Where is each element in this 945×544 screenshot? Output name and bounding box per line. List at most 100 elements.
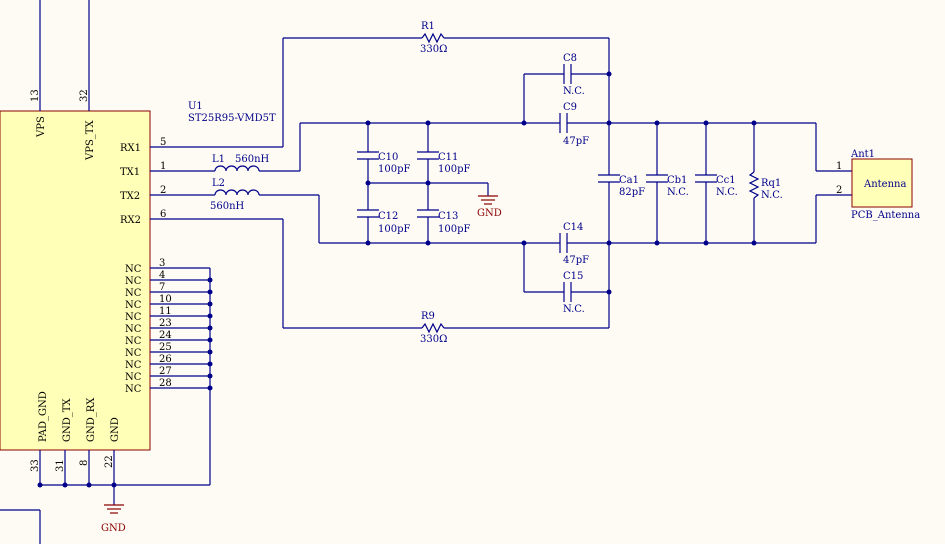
- resistor-value: N.C.: [761, 190, 783, 201]
- capacitor-cb1[interactable]: Cb1 N.C.: [646, 174, 689, 198]
- resistor-ref: R9: [421, 311, 435, 322]
- nc-pin-name: NC: [125, 288, 142, 299]
- cap-ref: C10: [378, 152, 398, 163]
- pin-name: VPS: [36, 116, 47, 138]
- nc-pin-name: NC: [125, 264, 142, 275]
- pin-number: 22: [104, 455, 115, 468]
- nc-pin-number: 3: [159, 258, 165, 269]
- antenna-part: PCB_Antenna: [851, 210, 920, 221]
- cap-ref: C15: [563, 271, 583, 282]
- nc-pin-number: 26: [159, 354, 172, 365]
- nc-pin-number: 24: [159, 330, 172, 341]
- nc-pin-number: 28: [159, 378, 172, 389]
- gnd-label: GND: [101, 523, 126, 534]
- nc-pin-name: NC: [125, 276, 142, 287]
- inductor-l1[interactable]: L1 560nH: [212, 154, 270, 172]
- nc-pin-name: NC: [125, 312, 142, 323]
- capacitor-cc1[interactable]: Cc1 N.C.: [695, 174, 738, 198]
- gnd-symbol: GND: [477, 195, 502, 219]
- cap-value: 100pF: [378, 224, 410, 235]
- resistor-ref: Rq1: [761, 178, 781, 189]
- cap-ref: C11: [438, 152, 458, 163]
- cap-value: 100pF: [378, 164, 410, 175]
- capacitor-c13[interactable]: C13 100pF: [417, 209, 470, 235]
- capacitor-c10[interactable]: C10 100pF: [357, 151, 410, 175]
- pin-number: 33: [30, 459, 41, 472]
- resistor-value: 330Ω: [420, 334, 447, 345]
- pin-number: 5: [160, 137, 166, 148]
- nc-pin-number: 27: [159, 366, 172, 377]
- pin-name-tx2: TX2: [120, 191, 140, 202]
- antenna-body: [851, 158, 913, 208]
- cap-ref: C12: [378, 211, 398, 222]
- inductor-value: 560nH: [235, 154, 270, 165]
- resistor-ref: R1: [421, 21, 435, 32]
- ic-u1[interactable]: 13 32 VPS VPS_TX RX1 TX1 TX2 RX2 5 1 2 6…: [0, 0, 276, 485]
- pin-number: 2: [836, 185, 842, 196]
- cap-value: 100pF: [438, 224, 470, 235]
- capacitor-c9[interactable]: C9 47pF: [559, 102, 589, 147]
- pin-number: 31: [55, 459, 66, 472]
- cap-ref: Cc1: [716, 175, 736, 186]
- ic-part-number: ST25R95-VMD5T: [188, 113, 276, 124]
- resistor-r9[interactable]: R9 330Ω: [420, 311, 447, 345]
- pin-name: VPS_TX: [85, 120, 96, 161]
- antenna-ant1[interactable]: Antenna Ant1 PCB_Antenna 1 2: [836, 149, 920, 221]
- pin-number: 1: [160, 161, 166, 172]
- pin-number: 8: [79, 460, 90, 466]
- cap-ref: C9: [563, 102, 577, 113]
- cap-value: 47pF: [563, 255, 589, 266]
- resistor-r1[interactable]: R1 330Ω: [420, 21, 447, 55]
- capacitor-c12[interactable]: C12 100pF: [357, 209, 410, 235]
- cap-value: 100pF: [438, 164, 470, 175]
- inductor-l2[interactable]: L2 560nH: [210, 178, 260, 212]
- nc-pin-name: NC: [125, 384, 142, 395]
- cap-value: N.C.: [716, 187, 738, 198]
- antenna-ref: Ant1: [850, 149, 875, 160]
- capacitor-c15[interactable]: C15 N.C.: [563, 271, 585, 315]
- nc-pin-number: 25: [159, 342, 172, 353]
- capacitor-c14[interactable]: C14 47pF: [559, 222, 589, 266]
- gnd-symbol: GND: [101, 504, 126, 534]
- cap-value: N.C.: [563, 86, 585, 97]
- antenna-label: Antenna: [863, 179, 906, 190]
- cap-ref: C14: [563, 222, 583, 233]
- pin-number: 1: [836, 161, 842, 172]
- pin-name: GND: [110, 417, 121, 442]
- pin-name: GND_RX: [86, 397, 97, 442]
- nc-pin-name: NC: [125, 360, 142, 371]
- nc-pin-number: 11: [159, 306, 172, 317]
- cap-value: N.C.: [667, 187, 689, 198]
- ic-designator: U1: [188, 101, 203, 112]
- capacitor-c8[interactable]: C8 N.C.: [563, 53, 585, 97]
- cap-value: 82pF: [619, 187, 645, 198]
- capacitor-ca1[interactable]: Ca1 82pF: [598, 174, 645, 198]
- cap-ref: C8: [563, 53, 577, 64]
- inductor-ref: L1: [212, 154, 225, 165]
- nc-pin-name: NC: [125, 324, 142, 335]
- resistor-value: 330Ω: [420, 44, 447, 55]
- nc-pin-name: NC: [125, 348, 142, 359]
- nc-pin-name: NC: [125, 300, 142, 311]
- cap-ref: C13: [438, 211, 458, 222]
- inductor-ref: L2: [212, 178, 225, 189]
- nc-pins: NC3NC4NC7NC10NC11NC23NC24NC25NC26NC27NC2…: [125, 258, 213, 485]
- nc-pin-number: 7: [159, 282, 165, 293]
- cap-value: 47pF: [563, 136, 589, 147]
- inductor-value: 560nH: [210, 201, 245, 212]
- pin-number: 13: [30, 89, 41, 102]
- ic-body: [0, 110, 151, 451]
- pin-name: GND_TX: [62, 398, 73, 442]
- pin-name: PAD_GND: [38, 391, 49, 442]
- capacitor-c11[interactable]: C11 100pF: [417, 151, 470, 175]
- nc-pin-number: 23: [159, 318, 172, 329]
- nc-pin-number: 10: [159, 294, 172, 305]
- pin-name-tx1: TX1: [120, 167, 140, 178]
- cap-ref: Cb1: [667, 175, 687, 186]
- nc-pin-name: NC: [125, 336, 142, 347]
- resistor-rq1[interactable]: Rq1 N.C.: [748, 171, 783, 201]
- pin-number: 2: [160, 185, 166, 196]
- gnd-label: GND: [477, 208, 502, 219]
- nc-pin-number: 4: [159, 270, 165, 281]
